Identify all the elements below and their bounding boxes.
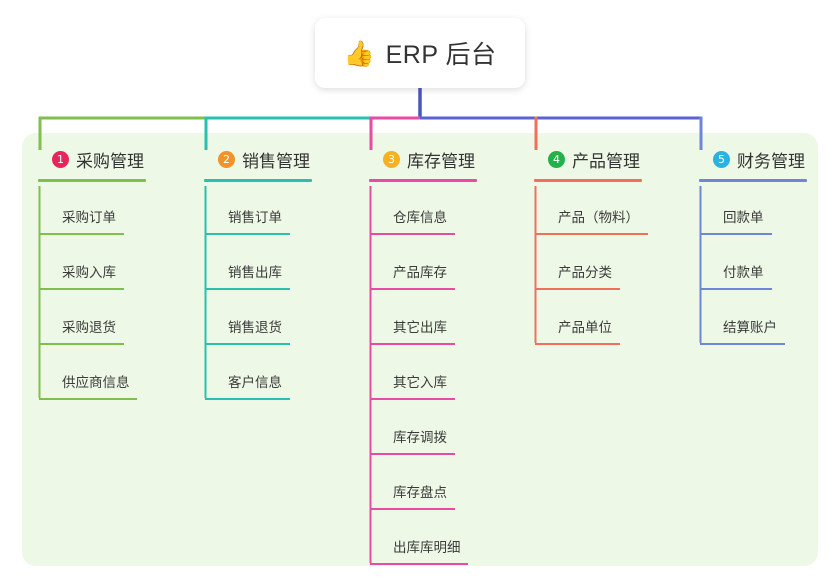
leaf-underline [205,233,290,235]
leaf-label: 采购退货 [62,320,116,335]
column-title: 财务管理 [737,151,805,171]
leaf-label: 付款单 [723,265,764,280]
column-underline [38,179,146,182]
leaf-underline [205,343,290,345]
leaf-underline [370,288,455,290]
column-title: 库存管理 [407,151,475,171]
leaf-label: 销售出库 [228,265,282,280]
column-2: 2 销售管理销售订单销售出库销售退货客户信息 [204,146,312,400]
leaf-underline [370,233,455,235]
leaf-underline [535,233,648,235]
number-badge-icon: 4 [548,150,565,168]
column-3: 3 库存管理仓库信息产品库存其它出库其它入库库存调拨库存盘点出库库明细 [369,146,477,565]
leaf-underline [700,233,772,235]
column-1: 1 采购管理采购订单采购入库采购退货供应商信息 [38,146,146,400]
leaf-label: 仓库信息 [393,210,447,225]
leaf-label: 采购入库 [62,265,116,280]
column-underline [699,179,807,182]
column-header-2[interactable]: 2 销售管理 [204,146,310,172]
leaf-underline [39,233,124,235]
leaf-underline [535,288,620,290]
root-node[interactable]: 👍 ERP 后台 [315,18,525,88]
leaf-label: 产品库存 [393,265,447,280]
leaf-label: 产品单位 [558,320,612,335]
number-badge-icon: 1 [52,150,69,168]
column-header-5[interactable]: 5 财务管理 [699,146,805,172]
column-header-4[interactable]: 4 产品管理 [534,146,640,172]
number-badge-icon: 3 [383,150,400,168]
leaf-label: 其它入库 [393,375,447,390]
leaf-underline [700,343,785,345]
column-5: 5 财务管理回款单付款单结算账户 [699,146,807,345]
leaf-label: 库存盘点 [393,485,447,500]
leaf-underline [370,398,455,400]
leaf-label: 出库库明细 [393,540,461,555]
column-title: 采购管理 [76,151,144,171]
leaf-underline [205,288,290,290]
leaf-label: 销售退货 [228,320,282,335]
leaf-label: 采购订单 [62,210,116,225]
leaf-label: 其它出库 [393,320,447,335]
leaf-underline [39,398,137,400]
leaf-label: 供应商信息 [62,375,130,390]
leaf-underline [205,398,290,400]
diagram-panel [22,133,818,566]
leaf-label: 客户信息 [228,375,282,390]
column-4: 4 产品管理产品（物料） 产品分类产品单位 [534,146,648,345]
column-header-3[interactable]: 3 库存管理 [369,146,475,172]
leaf-underline [370,453,455,455]
leaf-underline [370,508,455,510]
column-header-1[interactable]: 1 采购管理 [38,146,144,172]
number-badge-icon: 2 [218,150,235,168]
column-title: 产品管理 [572,151,640,171]
leaf-label: 产品分类 [558,265,612,280]
leaf-underline [700,288,772,290]
column-underline [204,179,312,182]
leaf-underline [535,343,620,345]
leaf-underline [39,343,124,345]
leaf-underline [370,563,468,565]
leaf-label: 结算账户 [723,320,777,335]
leaf-label: 库存调拨 [393,430,447,445]
column-underline [369,179,477,182]
column-title: 销售管理 [242,151,310,171]
thumbs-up-icon: 👍 [343,38,375,68]
column-underline [534,179,642,182]
leaf-label: 销售订单 [228,210,282,225]
leaf-underline [370,343,455,345]
leaf-underline [39,288,124,290]
leaf-label: 产品（物料） [558,210,639,225]
leaf-label: 回款单 [723,210,764,225]
root-title: ERP 后台 [385,41,497,69]
number-badge-icon: 5 [713,150,730,168]
